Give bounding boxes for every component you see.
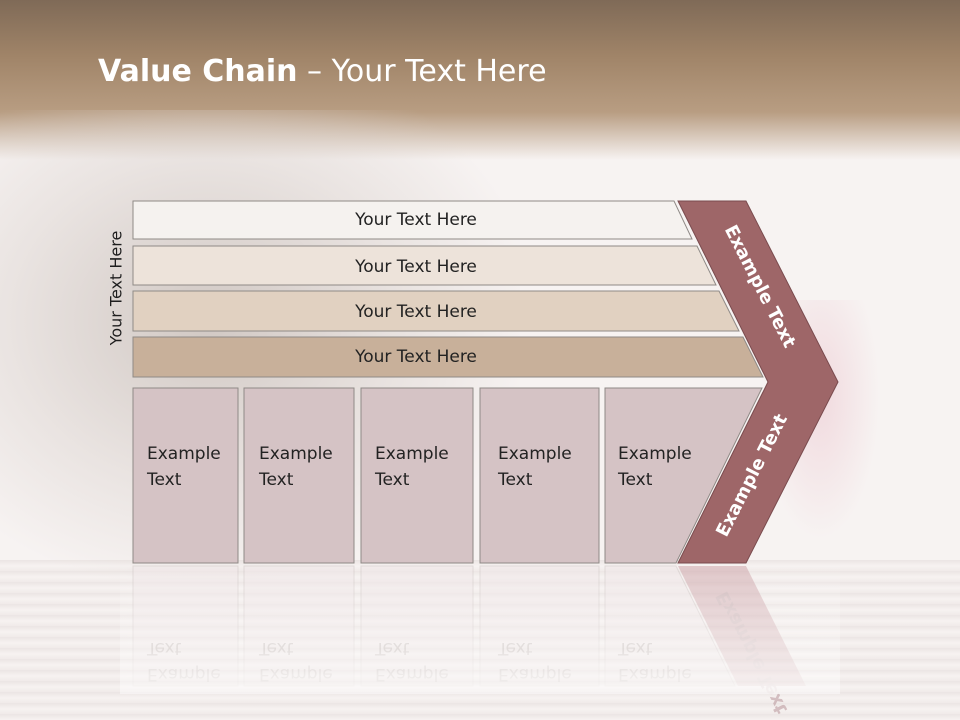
box-2 [243,387,355,564]
box-5 [604,387,763,564]
box-3 [360,387,474,564]
box-4-line1: Example [498,444,572,464]
box-5-line1: Example [618,444,692,464]
box-2-line2: Text [258,470,294,490]
bar-4 [132,336,764,378]
box-1-line1: Example [147,444,221,464]
slide-title: Value Chain – Your Text Here [98,54,547,89]
bar-group: Your Text Here Your Text Here Your Text … [132,200,764,378]
reflection-fade [120,564,840,694]
box-1-line2: Text [146,470,182,490]
box-2-line1: Example [259,444,333,464]
box-3-line1: Example [375,444,449,464]
diagram-reflection: Example Text Example Text Example Text E… [120,564,840,718]
box-4-line2: Text [497,470,533,490]
title-bold: Value Chain [98,54,298,89]
bar-3-label: Your Text Here [354,302,477,322]
bar-1-label: Your Text Here [354,210,477,230]
box-1 [132,387,239,564]
bar-4-label: Your Text Here [354,347,477,367]
box-5-line2: Text [617,470,653,490]
bar-2 [132,245,717,286]
chevron-arrow [677,200,839,564]
title-rest: – Your Text Here [297,54,547,89]
bar-3 [132,290,740,332]
box-group: Example Text Example Text Example Text E… [132,387,763,564]
box-3-line2: Text [374,470,410,490]
bar-1 [132,200,693,240]
box-4 [479,387,600,564]
bar-2-label: Your Text Here [354,257,477,277]
